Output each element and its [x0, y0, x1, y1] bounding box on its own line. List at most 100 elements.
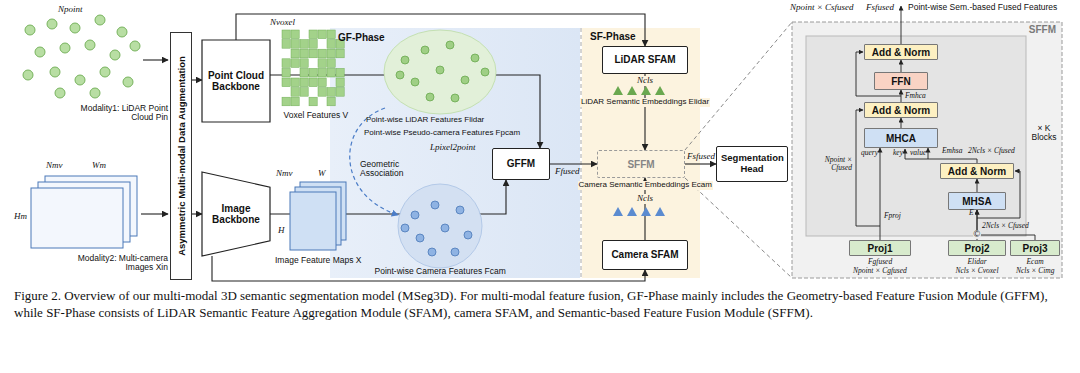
node-label: Add & Norm: [948, 166, 1006, 177]
node-label: Add & Norm: [872, 105, 930, 116]
lidar-embedding: [655, 86, 665, 95]
text-label: Nmv: [46, 161, 63, 171]
voxel-cell: [327, 97, 335, 106]
voxel-cell: [282, 78, 290, 87]
camera-feature-point: [431, 201, 439, 209]
voxel-cell: [300, 59, 308, 68]
edge-label: Fsfused: [687, 152, 715, 162]
node-label: SFFM: [627, 159, 654, 170]
voxel-cell: [318, 88, 326, 97]
text-label: Geometric Association: [360, 160, 410, 179]
voxel-cell: [291, 78, 299, 87]
camera-feature-point: [401, 224, 409, 232]
k-blocks-region: [806, 36, 1026, 236]
projection-box: Proj1: [849, 240, 911, 256]
voxel-cell: [300, 40, 308, 49]
voxel-cell: [309, 40, 317, 49]
sf-phase-ground: [582, 28, 700, 278]
node-label: Segmentation Head: [721, 153, 783, 175]
node-label: SFFM: [1029, 24, 1056, 35]
node-label: Image Backbone: [206, 203, 266, 226]
voxel-cell: [291, 88, 299, 97]
node-label: Proj1: [867, 243, 892, 254]
layer-box: MHSA: [948, 192, 1006, 210]
lidar-point: [50, 67, 60, 77]
text-label: Emhsa: [942, 147, 962, 155]
camera-embedding: [613, 207, 623, 216]
node-label: Camera SFAM: [611, 249, 678, 261]
voxel-cell: [327, 68, 335, 77]
camera-feature-point: [456, 206, 464, 214]
feature-map: [290, 192, 336, 250]
connector-arrow: [685, 163, 716, 164]
text-label: Npoint × Cgfused: [853, 267, 907, 275]
lidar-point: [60, 43, 70, 53]
text-label: Npoint × Csfused: [790, 3, 854, 13]
voxel-cell: [318, 68, 326, 77]
voxel-cell: [291, 97, 299, 106]
projection-box: Proj3: [1010, 240, 1060, 256]
backbone-shape: [202, 40, 270, 122]
lidar-feature-blob: [384, 30, 496, 114]
voxel-cell: [318, 49, 326, 58]
text-label: Voxel Features V: [284, 111, 349, 120]
text-label: 2Ncls × Cfused: [968, 147, 1015, 155]
camera-embedding: [655, 207, 665, 216]
text-label: LiDAR Semantic Embeddings Elidar: [580, 98, 710, 107]
projection-box: Proj2: [948, 240, 1006, 256]
node-label: GF-Phase: [338, 32, 385, 43]
node-label: MHCA: [886, 133, 916, 144]
lidar-point: [55, 88, 65, 98]
node-label: Proj2: [964, 243, 989, 254]
node-label: Add & Norm: [872, 47, 930, 58]
text-label: Npoint × Cfused: [812, 156, 852, 173]
edge-label: Ffused: [555, 167, 580, 177]
camera-feature-point: [464, 231, 472, 239]
voxel-cell: [309, 97, 317, 106]
lidar-point: [75, 75, 85, 85]
camera-feature-blob: [398, 184, 482, 268]
phase-divider: [581, 28, 582, 278]
lidar-feature-point: [436, 66, 444, 74]
text-label: Point-wise Camera Features Fcam: [375, 267, 506, 276]
lidar-feature-point: [471, 54, 479, 62]
voxel-cell: [318, 59, 326, 68]
voxel-cell: [282, 59, 290, 68]
lidar-feature-point: [401, 56, 409, 64]
connector-arrow: [977, 210, 1035, 240]
text-label: Fsfused: [866, 3, 894, 13]
voxel-cell: [309, 49, 317, 58]
text-label: ©: [973, 230, 982, 239]
input-arrow: [141, 213, 168, 214]
text-label: Ecam: [1027, 258, 1044, 266]
lidar-feature-point: [481, 68, 489, 76]
layer-box: FFN: [874, 72, 928, 90]
lidar-point: [85, 40, 95, 50]
camera-feature-point: [451, 248, 459, 256]
camera-embedding: [641, 207, 651, 216]
zoom-line: [685, 178, 792, 278]
voxel-cell: [318, 30, 326, 39]
text-label: key: [893, 149, 903, 157]
lidar-point: [35, 47, 45, 57]
connector-arrow: [901, 118, 902, 128]
text-label: Wm: [92, 161, 106, 171]
lidar-feature-point: [446, 41, 454, 49]
voxel-cell: [282, 97, 290, 106]
phase-region: GF-PhaseGFFM: [330, 28, 580, 278]
lidar-feature-point: [421, 46, 429, 54]
voxel-cell: [291, 59, 299, 68]
voxel-cell: [291, 40, 299, 49]
lidar-point: [23, 70, 33, 80]
detail-panel: SFFMAdd & NormFFNAdd & NormMHCAAdd & Nor…: [792, 22, 1062, 278]
camera-embedding: [627, 207, 637, 216]
layer-box: Add & Norm: [864, 44, 938, 60]
connector-arrow: [192, 213, 202, 214]
text-label: Ncls: [636, 76, 654, 86]
camera-feature-point: [416, 234, 424, 242]
text-label: Point-wise LiDAR Features Flidar: [366, 116, 484, 125]
voxel-cell: [300, 78, 308, 87]
sffm-detail-panel: [792, 22, 1062, 278]
key-branch: [905, 149, 928, 159]
